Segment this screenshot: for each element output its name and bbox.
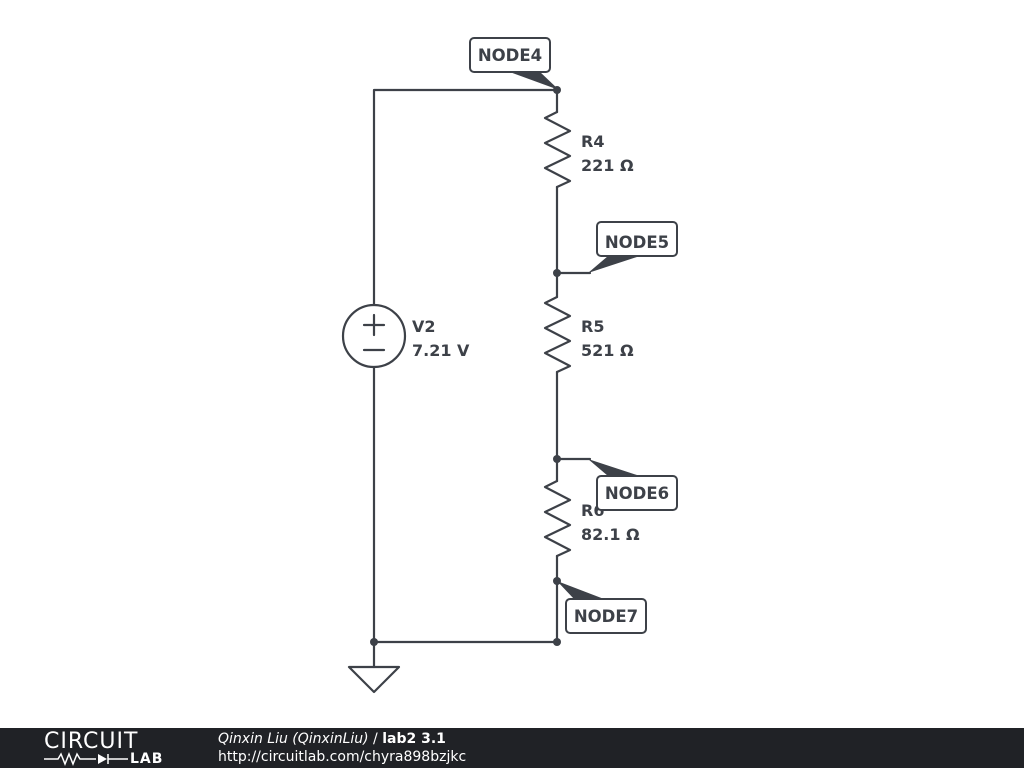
footer-bar: CIRCUIT LAB Qinxin Liu (QinxinLiu) / lab… [0, 728, 1024, 768]
r4-value-label: 221 Ω [581, 156, 634, 175]
node5-box [596, 221, 678, 257]
wire-bottom [372, 365, 559, 644]
junction-node6 [553, 455, 561, 463]
schematic-canvas: V2 7.21 V R4 221 Ω R5 521 Ω R6 82.1 Ω NO… [341, 37, 678, 694]
r5-value-label: 521 Ω [581, 341, 634, 360]
v2-value-label: 7.21 V [412, 341, 470, 360]
node7-pointer [557, 581, 604, 599]
node5-tag[interactable]: NODE5 [588, 221, 678, 273]
v2-name-label: V2 [412, 317, 436, 336]
author-name[interactable]: Qinxin Liu (QinxinLiu) [218, 731, 369, 747]
node7-label: NODE7 [574, 607, 638, 626]
junction-ground [370, 638, 378, 646]
footer-separator: / [368, 731, 383, 747]
wire-top [372, 88, 559, 307]
circuitlab-logo-bottom: LAB [130, 751, 164, 767]
node4-box [469, 37, 551, 73]
node6-label: NODE6 [605, 484, 669, 503]
r6-value-label: 82.1 Ω [581, 525, 640, 544]
circuitlab-logo-waveform-icon [44, 752, 128, 766]
footer-author-line: Qinxin Liu (QinxinLiu) / lab2 3.1 [218, 731, 446, 747]
r4-name-label: R4 [581, 132, 604, 151]
junction-bottom-right [553, 638, 561, 646]
r5-name-label: R5 [581, 317, 604, 336]
ground-icon [347, 665, 401, 694]
circuit-url[interactable]: http://circuitlab.com/chyra898bzjkc [218, 749, 467, 765]
circuit-title[interactable]: lab2 3.1 [382, 731, 446, 747]
node5-label: NODE5 [605, 233, 669, 252]
resistor-r6-symbol[interactable] [543, 479, 572, 558]
node7-box [565, 598, 647, 634]
resistor-r4-symbol[interactable] [543, 110, 572, 189]
node5-pointer [588, 256, 640, 273]
voltage-source-body [341, 303, 407, 369]
node4-pointer [507, 71, 559, 90]
resistor-r5-symbol[interactable] [543, 295, 572, 374]
node7-tag[interactable]: NODE7 [557, 581, 647, 634]
node6-tag[interactable]: NODE6 [588, 459, 678, 511]
node4-tag[interactable]: NODE4 [469, 37, 559, 90]
junction-node5 [553, 269, 561, 277]
node4-label: NODE4 [478, 46, 542, 65]
node6-pointer [588, 459, 640, 476]
voltage-source-icon[interactable] [341, 303, 407, 369]
node6-box [596, 475, 678, 511]
circuitlab-logo-top[interactable]: CIRCUIT [44, 729, 139, 754]
